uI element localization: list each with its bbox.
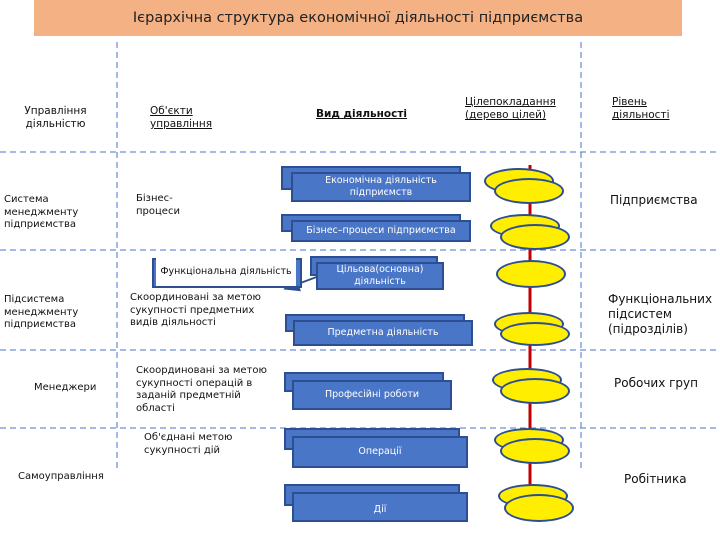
box-economic: Економічна діяльність підприємств xyxy=(291,172,471,202)
box-business: Бізнес–процеси підприємства xyxy=(291,220,471,242)
goal-oval-3a xyxy=(496,260,566,288)
header-level: Рівень діяльності xyxy=(612,96,670,121)
obj-coordinated-types: Скоординовані за метою сукупності предме… xyxy=(130,292,261,328)
obj-functional-activity: Функціональна діяльність xyxy=(156,258,296,286)
obj-united-actions: Об'єднані метою сукупності дій xyxy=(144,432,233,456)
header-management: Управління діяльністю xyxy=(24,105,87,130)
box-actions: Дії xyxy=(292,492,468,522)
goal-oval-2b xyxy=(500,224,570,250)
level-subsystems: Функціональних підсистем (підрозділів) xyxy=(608,292,713,336)
goal-oval-7b xyxy=(504,494,574,522)
mgmt-system: Система менеджменту підприємства xyxy=(4,194,79,230)
goal-oval-5b xyxy=(500,378,570,404)
title-bar: Ієрархічна структура економічної діяльно… xyxy=(34,0,682,36)
mgmt-self: Самоуправління xyxy=(18,471,104,482)
mgmt-subsystem: Підсистема менеджменту підприємства xyxy=(4,294,79,330)
goal-oval-1b xyxy=(494,178,564,204)
header-goals: Цілепокладання (дерево цілей) xyxy=(465,96,556,121)
box-professional: Професійні роботи xyxy=(292,380,452,410)
mgmt-managers: Менеджери xyxy=(34,382,97,393)
header-activity-type: Вид діяльності xyxy=(316,108,408,120)
level-worker: Робітника xyxy=(624,472,687,486)
header-objects: Об'єкти управління xyxy=(150,105,213,130)
box-subject: Предметна діяльність xyxy=(293,320,473,346)
obj-coordinated-operations: Скоординовані за метою сукупності операц… xyxy=(136,365,267,414)
level-enterprise: Підприємства xyxy=(610,193,698,207)
box-target: Цільова(основна) діяльність xyxy=(316,262,444,290)
goal-oval-4b xyxy=(500,322,570,346)
goal-oval-6b xyxy=(500,438,570,464)
page-title: Ієрархічна структура економічної діяльно… xyxy=(132,10,584,26)
box-operations: Операції xyxy=(292,436,468,468)
obj-business-processes: Бізнес-процеси xyxy=(136,193,180,217)
level-workgroups: Робочих груп xyxy=(614,376,698,390)
